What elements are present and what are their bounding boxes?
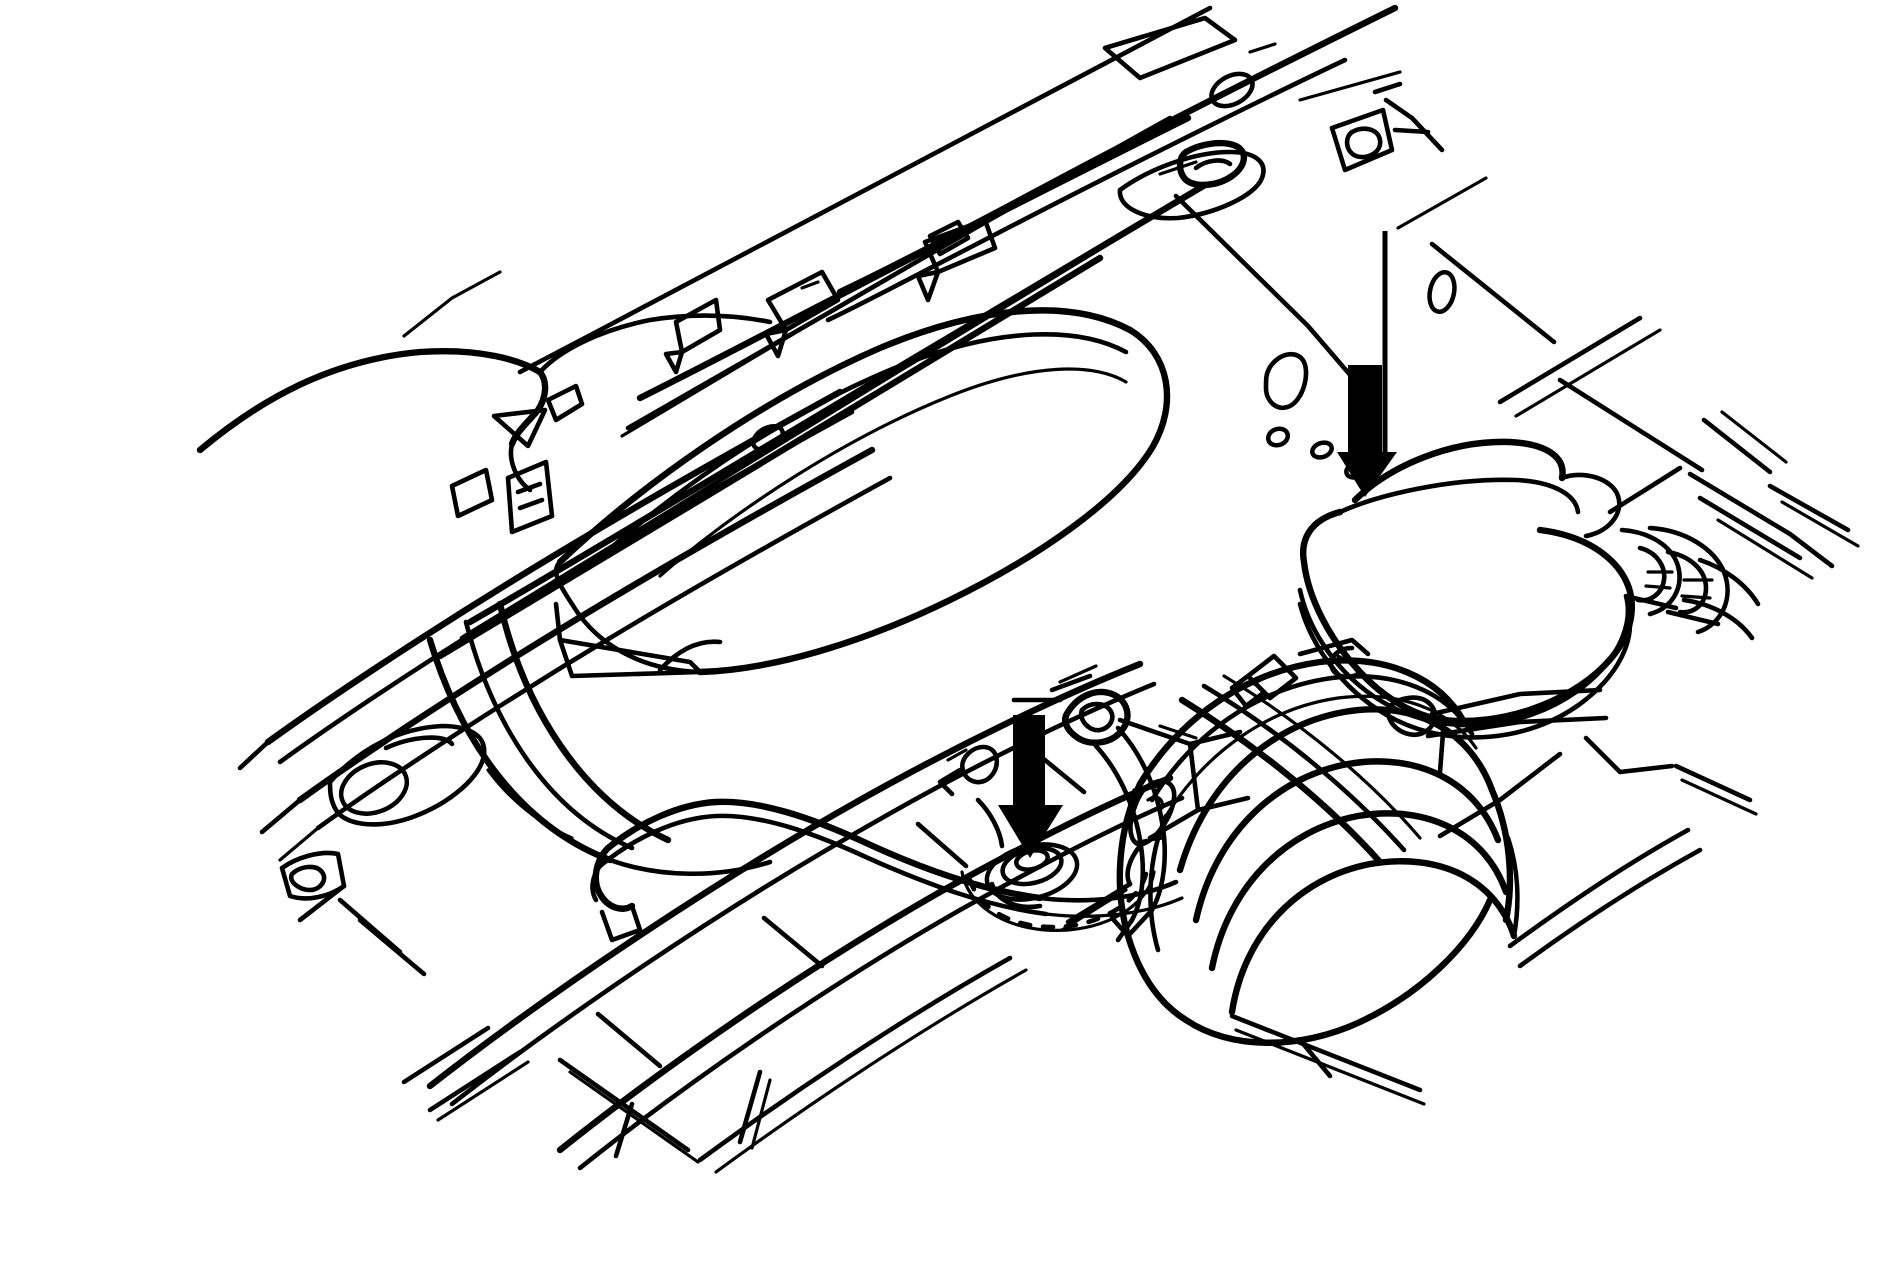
rocker-stamped-bracket-upper xyxy=(915,217,998,303)
left-frame-tail xyxy=(237,739,427,977)
sill-bracket-tab-d xyxy=(545,383,585,423)
sill-bracket-tab-b xyxy=(927,219,971,257)
right-bracket-cluster xyxy=(1647,525,1730,635)
panel-hole-upper-right xyxy=(1427,270,1457,314)
brake-line-tube xyxy=(590,798,1184,943)
lower-left-struts xyxy=(401,1025,772,1164)
crossmember xyxy=(1178,674,1703,969)
sill-bracket-tab-c xyxy=(663,297,723,375)
shroud-small-hole-a xyxy=(1265,426,1291,448)
frame-rail-access-hole xyxy=(327,723,487,827)
frame-bracket-mid xyxy=(449,459,555,535)
rocker-inner-seams xyxy=(620,115,1173,438)
right-edge-panels xyxy=(1673,471,1860,816)
floor-pan-ribs xyxy=(426,660,1185,1174)
shroud-small-hole-b xyxy=(1310,440,1334,460)
cowl-slot-panel xyxy=(1102,15,1255,109)
shroud-bean-hole xyxy=(1263,352,1309,410)
upper-right-crossbars xyxy=(1173,176,1788,475)
frame-bracket-lower-left xyxy=(279,850,347,923)
rocker-panel-outer xyxy=(517,4,1399,402)
front-fender-curve xyxy=(196,270,773,493)
sill-bracket-tab-a xyxy=(763,269,841,359)
sill-drain-hole xyxy=(751,423,785,453)
upper-callout-arrow xyxy=(1337,365,1397,497)
lower-callout-arrow xyxy=(998,715,1063,858)
lower-right-rails xyxy=(1229,1013,1426,1106)
rocker-clip-tab xyxy=(1248,42,1445,173)
center-shroud-panel xyxy=(553,307,1171,679)
